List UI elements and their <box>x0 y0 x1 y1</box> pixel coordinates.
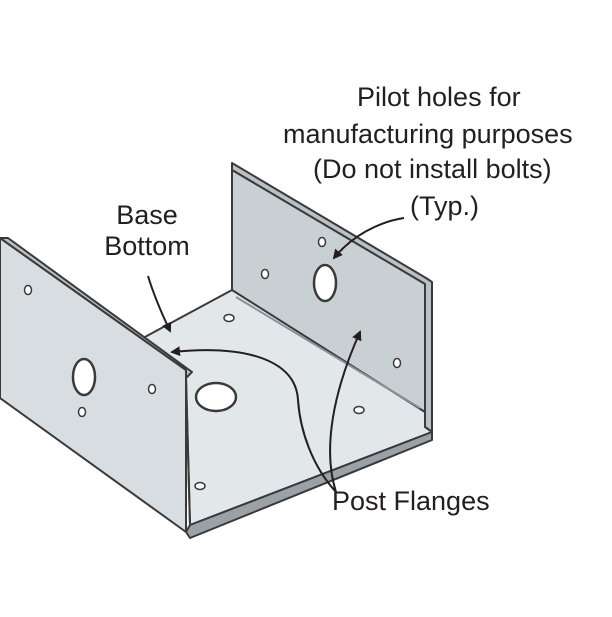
base-bottom-line-1: Base <box>116 200 178 230</box>
post-flanges-arrow-left <box>170 346 337 493</box>
base-crease <box>235 296 421 409</box>
base-bottom-arrow <box>147 275 172 333</box>
base-bottom-line-2: Bottom <box>104 231 190 261</box>
base-nail-hole <box>194 481 206 491</box>
pilot-holes-arrow <box>332 217 405 260</box>
back-flange-nail-hole <box>260 268 270 280</box>
pilot-holes-line-1: Pilot holes for <box>357 82 521 112</box>
pilot-hole <box>312 263 338 303</box>
pilot-holes-line-2: manufacturing purposes <box>283 119 573 149</box>
post-flanges-callout: Post Flanges <box>332 486 490 516</box>
pilot-holes-line-3: (Do not install bolts) <box>313 154 552 184</box>
pilot-holes-line-4: (Typ.) <box>410 191 480 221</box>
base-nail-hole <box>223 313 235 323</box>
bottom-edge <box>185 431 433 539</box>
base-anchor-hole <box>194 381 238 413</box>
back-flange-nail-hole <box>392 357 402 369</box>
post-flanges-arrow-right <box>329 330 362 493</box>
front-flange-nail-hole <box>23 284 33 296</box>
front-flange-inner-fold <box>185 377 191 526</box>
front-flange-slot-hole <box>71 357 97 397</box>
front-flange-nail-hole <box>77 406 87 418</box>
front-flange-edge <box>0 237 193 379</box>
front-flange-nail-hole <box>147 383 157 395</box>
base-nail-hole <box>353 405 365 415</box>
back-flange-nail-hole <box>317 236 327 248</box>
base-bottom-callout: Base Bottom <box>94 200 200 262</box>
